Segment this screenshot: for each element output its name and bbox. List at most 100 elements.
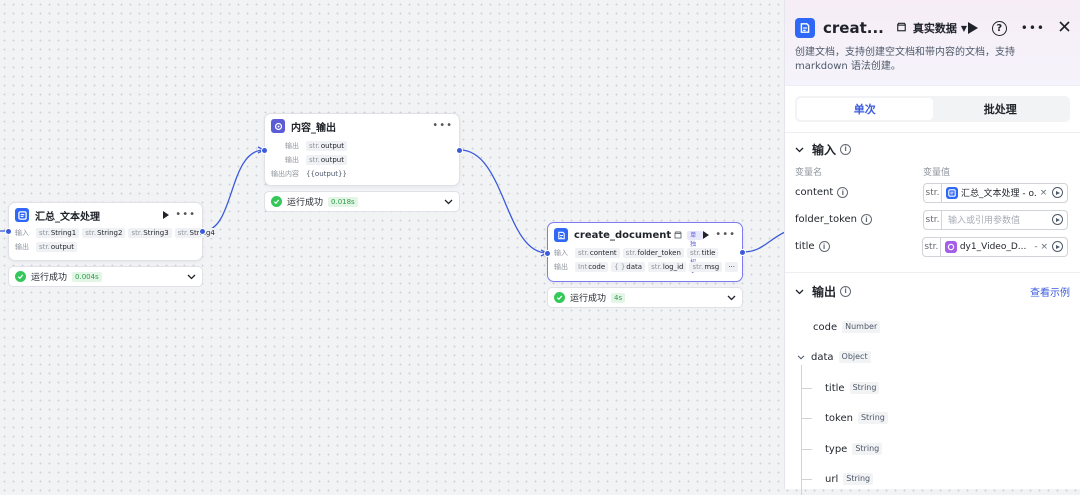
type-tag: Number [842, 321, 881, 333]
auth-badge[interactable]: 单独授权 ⌄ [687, 230, 704, 275]
node-status-content[interactable]: 运行成功 0.018s [264, 191, 460, 212]
status-label: 运行成功 [570, 294, 607, 304]
output-label: 输出 [554, 263, 568, 271]
text-process-icon [15, 208, 29, 222]
param-chip: str.log_id [648, 262, 687, 272]
help-icon[interactable]: ? [991, 20, 1007, 36]
remove-icon[interactable]: - × [1034, 241, 1048, 252]
content-label: 输出内容 [271, 170, 299, 178]
reference-tag[interactable]: 汇总_文本处理 - o. × [946, 186, 1048, 199]
more-icon[interactable]: ••• [175, 209, 196, 220]
info-icon[interactable]: i [840, 285, 852, 297]
caret-down-icon: ▼ [960, 23, 968, 33]
workflow-canvas[interactable]: 汇总_文本处理 ••• 输入 str.String1 str.String2 s… [0, 0, 786, 489]
param-chip: str.output [306, 141, 347, 151]
variable-value-field[interactable]: str. 输入或引用参数值 [923, 209, 1068, 230]
variable-value-field[interactable]: str. dy1_Video_D... - × [921, 236, 1068, 257]
info-icon[interactable]: i [840, 143, 852, 155]
type-selector[interactable]: str. [924, 210, 942, 229]
reference-tag[interactable]: dy1_Video_D... - × [944, 240, 1048, 253]
chevron-down-icon [795, 142, 804, 156]
chevron-down-icon [795, 284, 804, 298]
variable-name: content [795, 187, 834, 198]
param-chip: str.String4 [174, 228, 218, 238]
output-port[interactable] [739, 249, 746, 256]
output-port[interactable] [456, 147, 463, 154]
param-chip: Intcode [575, 262, 609, 272]
success-check-icon [15, 271, 26, 282]
panel-header: creat... 真实数据 ▼ ? ••• 创建文档，支持创建空文档和带内容的文… [785, 0, 1080, 86]
reference-picker-icon[interactable] [1052, 187, 1063, 198]
run-time-badge: 0.018s [328, 196, 358, 207]
info-icon[interactable]: i [861, 214, 872, 225]
param-chip: str.output [36, 242, 77, 252]
chevron-down-icon[interactable] [187, 270, 196, 283]
node-summary-text[interactable]: 汇总_文本处理 ••• 输入 str.String1 str.String2 s… [5, 202, 218, 261]
tab-single[interactable]: 单次 [797, 98, 933, 120]
panel-description: 创建文档，支持创建空文档和带内容的文档，支持 markdown 语法创建。 [795, 47, 1015, 72]
node-content-output[interactable]: 内容_输出 ••• 输出 str.output 输出 str.output 输出… [261, 113, 463, 186]
value-input-placeholder[interactable]: 输入或引用参数值 [948, 216, 1021, 226]
store-icon [674, 229, 682, 242]
chevron-down-icon[interactable] [797, 352, 805, 363]
success-check-icon [271, 196, 282, 207]
document-icon [795, 18, 815, 38]
data-mode-dropdown[interactable]: 真实数据 ▼ [896, 20, 967, 36]
content-template: {{output}} [306, 170, 347, 178]
variable-value-field[interactable]: str. 汇总_文本处理 - o. × [923, 182, 1068, 203]
input-section-header[interactable]: 输入 i [785, 135, 1080, 163]
text-process-icon [946, 186, 958, 199]
param-chip: str.content [575, 248, 620, 258]
chevron-down-icon[interactable] [727, 291, 736, 304]
more-icon[interactable]: ••• [432, 120, 453, 131]
reference-picker-icon[interactable] [1052, 241, 1063, 252]
node-status-create[interactable]: 运行成功 4s [547, 287, 743, 308]
node-title: 内容_输出 [291, 122, 336, 134]
input-port[interactable] [544, 250, 551, 257]
run-icon[interactable] [967, 22, 978, 34]
info-icon[interactable]: i [837, 187, 849, 198]
view-example-link[interactable]: 查看示例 [1030, 287, 1070, 299]
panel-title: creat... [823, 19, 884, 37]
remove-icon[interactable]: × [1039, 187, 1048, 198]
output-node-icon [271, 119, 285, 133]
output-port[interactable] [199, 228, 206, 235]
more-icon[interactable]: ••• [715, 229, 736, 240]
video-node-icon [944, 240, 957, 253]
status-label: 运行成功 [31, 273, 68, 283]
data-mode-label: 真实数据 [912, 22, 957, 35]
document-icon [554, 228, 568, 242]
more-icon[interactable]: ••• [1020, 21, 1045, 35]
info-icon[interactable]: i [818, 241, 830, 252]
node-create-document[interactable]: create_document 单独授权 ⌄ ••• 输入 str.conten… [544, 222, 746, 282]
store-icon [896, 22, 907, 35]
param-chip: str.output [306, 155, 347, 165]
more-params-chip[interactable]: ··· [725, 262, 738, 272]
param-chip: str.folder_token [622, 248, 684, 258]
run-node-icon[interactable] [703, 231, 710, 239]
param-chip: str.msg [689, 262, 723, 272]
output-label: 输出 [285, 156, 299, 164]
param-chip: str.String3 [128, 228, 172, 238]
type-selector[interactable]: str. [923, 237, 941, 256]
input-port[interactable] [261, 147, 268, 154]
input-port[interactable] [5, 228, 12, 235]
type-selector[interactable]: str. [924, 183, 942, 202]
tab-batch[interactable]: 批处理 [983, 103, 1017, 116]
output-section-header[interactable]: 输出 i 查看示例 [785, 275, 1080, 307]
run-mode-tabs: 单次 批处理 [795, 96, 1070, 122]
variable-name: title [795, 241, 815, 252]
reference-picker-icon[interactable] [1052, 214, 1063, 225]
chevron-down-icon[interactable] [444, 195, 453, 208]
run-node-icon[interactable] [163, 211, 170, 219]
close-icon[interactable] [1059, 21, 1070, 35]
output-label: 输出 [15, 243, 29, 251]
node-status-summary[interactable]: 运行成功 0.004s [8, 266, 203, 287]
type-tag: String [852, 443, 883, 455]
